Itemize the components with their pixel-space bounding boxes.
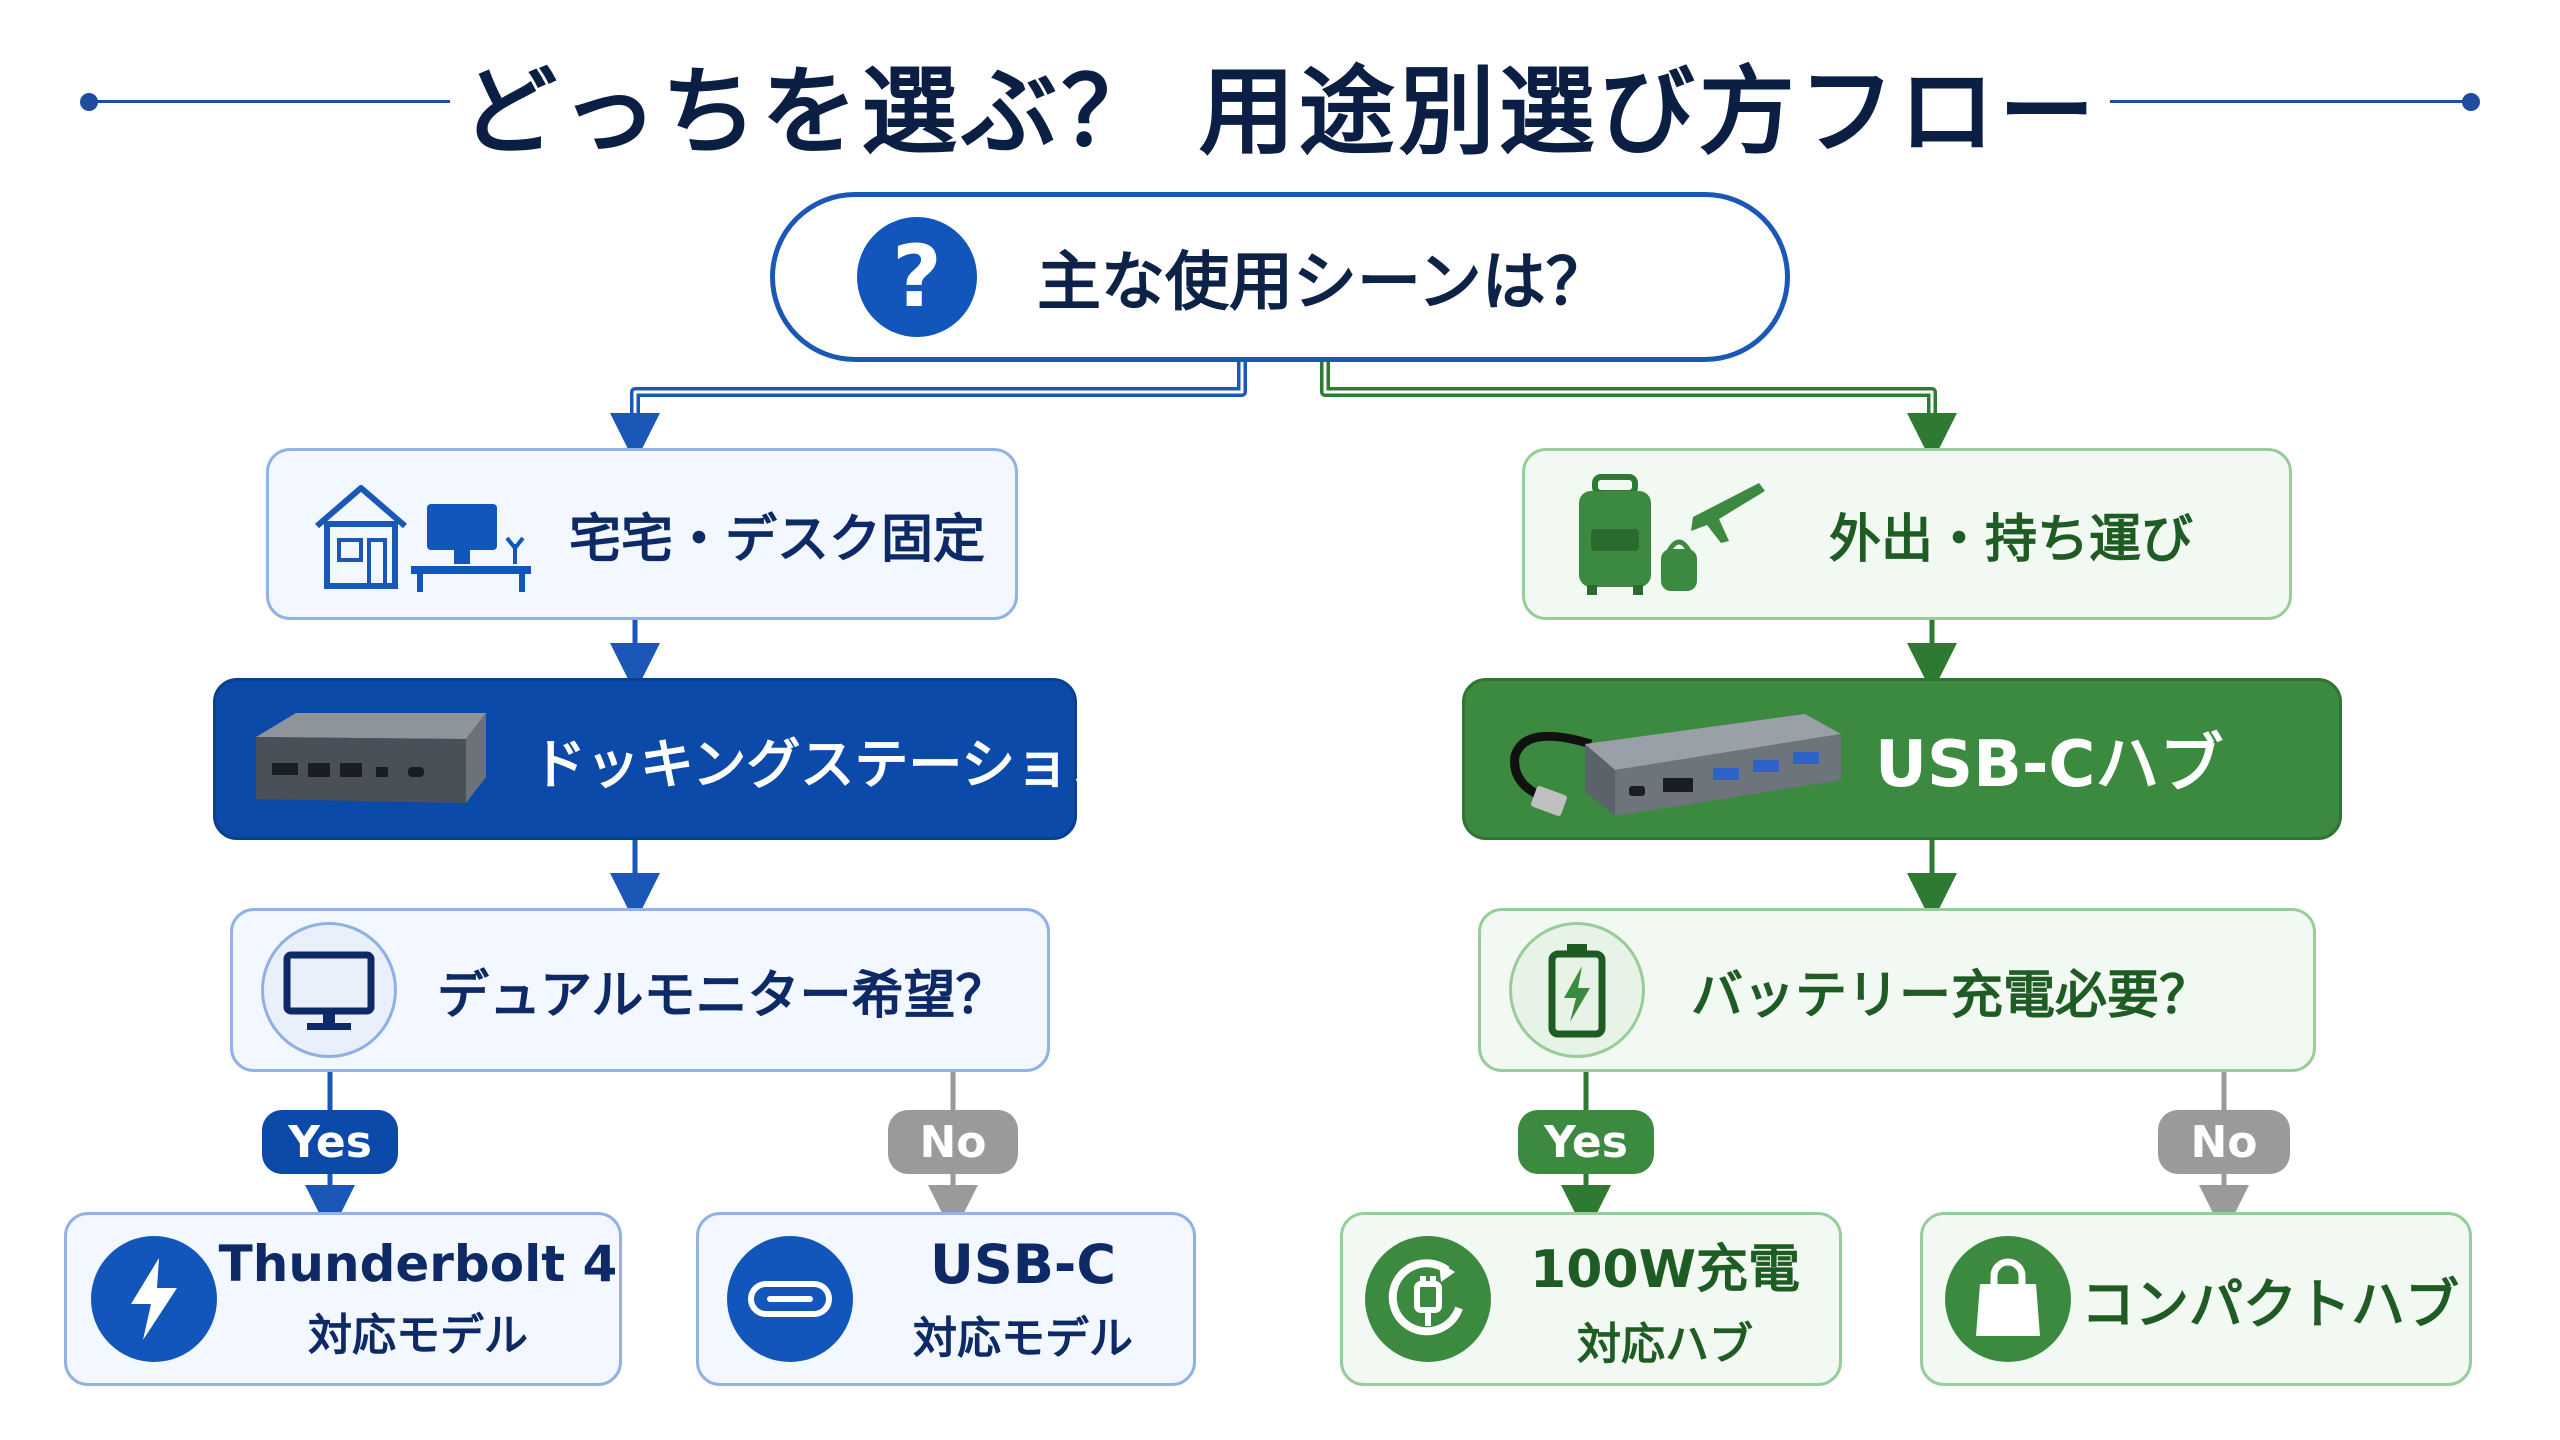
left-no-result-line1: USB-C xyxy=(930,1232,1116,1296)
power-charge-icon xyxy=(1365,1236,1491,1362)
right-product-label: USB-Cハブ xyxy=(1875,728,2224,802)
luggage-airplane-icon xyxy=(1579,474,1765,595)
title-dot-right xyxy=(2462,93,2480,111)
right-no-result-line1: コンパクトハブ xyxy=(2081,1272,2459,1336)
left-yes-result-line1: Thunderbolt 4 xyxy=(218,1235,618,1293)
left-yes-badge: Yes xyxy=(262,1110,398,1174)
connector-question-right xyxy=(1320,362,1937,435)
title-rule-right xyxy=(2110,100,2464,103)
right-yes-result-line1: 100W充電 xyxy=(1530,1239,1800,1300)
docking-station-icon xyxy=(256,713,486,803)
left-scene-box: 宅宅・デスク固定 xyxy=(266,448,1018,620)
left-no-result-line2: 対応モデル xyxy=(913,1312,1133,1364)
usb-c-hub-icon xyxy=(1510,714,1841,816)
right-no-result-box: コンパクトハブ xyxy=(1920,1212,2472,1386)
title-dot-left xyxy=(80,93,98,111)
home-desk-icon xyxy=(315,485,531,592)
left-no-badge: No xyxy=(888,1110,1018,1174)
lightning-icon xyxy=(91,1236,217,1362)
title-rule-left xyxy=(96,100,450,103)
right-product-box: USB-Cハブ xyxy=(1462,678,2342,840)
connector-question-left xyxy=(630,362,1247,435)
left-product-box: ドッキングステーション xyxy=(213,678,1123,840)
page-title: どっちを選ぶ？ 用途別選び方フロー xyxy=(461,55,2099,168)
question-mark-icon: ? xyxy=(857,217,977,337)
right-no-badge: No xyxy=(2158,1110,2290,1174)
right-yes-result-box: 100W充電 対応ハブ xyxy=(1340,1212,1842,1386)
monitor-icon xyxy=(261,922,397,1058)
right-question-label: バッテリー充電必要？ xyxy=(1691,965,2212,1026)
left-scene-label: 宅宅・デスク固定 xyxy=(569,509,986,570)
left-no-result-box: USB-C 対応モデル xyxy=(696,1212,1196,1386)
right-question-box: バッテリー充電必要？ xyxy=(1478,908,2316,1072)
battery-charging-icon xyxy=(1509,922,1645,1058)
left-product-label: ドッキングステーション xyxy=(532,732,1124,796)
right-yes-result-line2: 対応ハブ xyxy=(1577,1318,1753,1370)
usb-c-port-icon xyxy=(727,1236,853,1362)
left-question-label: デュアルモニター希望？ xyxy=(437,965,1008,1026)
question-text: 主な使用シーンは？ xyxy=(1037,246,1610,320)
shopping-bag-icon xyxy=(1945,1236,2071,1362)
right-scene-box: 外出・持ち運び xyxy=(1522,448,2292,620)
left-yes-result-box: Thunderbolt 4 対応モデル xyxy=(64,1212,622,1386)
right-scene-label: 外出・持ち運び xyxy=(1829,509,2194,570)
question-box: ? 主な使用シーンは？ xyxy=(770,192,1790,362)
left-question-box: デュアルモニター希望？ xyxy=(230,908,1050,1072)
right-yes-badge: Yes xyxy=(1518,1110,1654,1174)
left-yes-result-line2: 対応モデル xyxy=(308,1310,528,1361)
